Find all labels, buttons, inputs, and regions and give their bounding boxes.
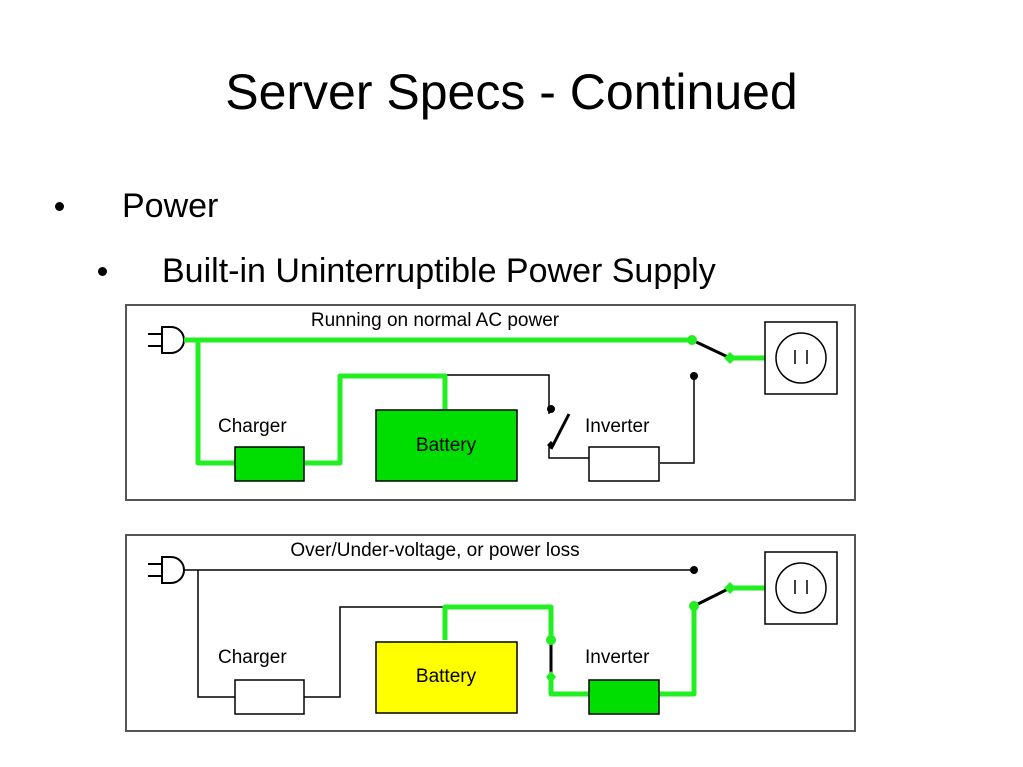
inverter-switch [546, 635, 556, 683]
diagram-power-loss-svg: Over/Under-voltage, or power loss [125, 534, 856, 732]
bullet-text: Power [122, 186, 219, 225]
bullet-ups: Built-in Uninterruptible Power Supply [98, 251, 716, 291]
diagram-normal-svg: Running on normal AC power [125, 304, 856, 501]
output-switch [689, 566, 736, 611]
inverter-box [588, 679, 660, 715]
bullet-power: Power [55, 186, 218, 226]
charger-label: Charger [218, 416, 287, 437]
inverter-label: Inverter [585, 647, 650, 668]
ups-diagram-normal: Running on normal AC power [125, 304, 857, 507]
charger-label: Charger [218, 647, 287, 668]
battery-box [375, 409, 518, 482]
diagram-caption: Running on normal AC power [311, 310, 560, 331]
ups-diagram-power-loss: Over/Under-voltage, or power loss [125, 534, 857, 738]
bullet-text: Built-in Uninterruptible Power Supply [162, 251, 716, 290]
bullet-dot [98, 266, 107, 276]
wall-outlet-icon [764, 551, 838, 625]
bullet-dot [55, 201, 64, 211]
charger-box [234, 446, 305, 482]
inverter-box [588, 446, 660, 482]
output-switch [687, 335, 736, 380]
diagram-caption: Over/Under-voltage, or power loss [290, 540, 579, 561]
inverter-switch [547, 405, 571, 450]
battery-box [375, 641, 518, 714]
ac-plug-icon [148, 556, 185, 584]
ac-plug-icon [148, 326, 185, 354]
charger-box [234, 679, 305, 715]
slide-title: Server Specs - Continued [225, 64, 798, 120]
wall-outlet-icon [764, 321, 838, 395]
battery-label: Battery [416, 666, 477, 687]
battery-label: Battery [416, 435, 477, 456]
inverter-label: Inverter [585, 416, 650, 437]
idle-wires [445, 374, 695, 464]
